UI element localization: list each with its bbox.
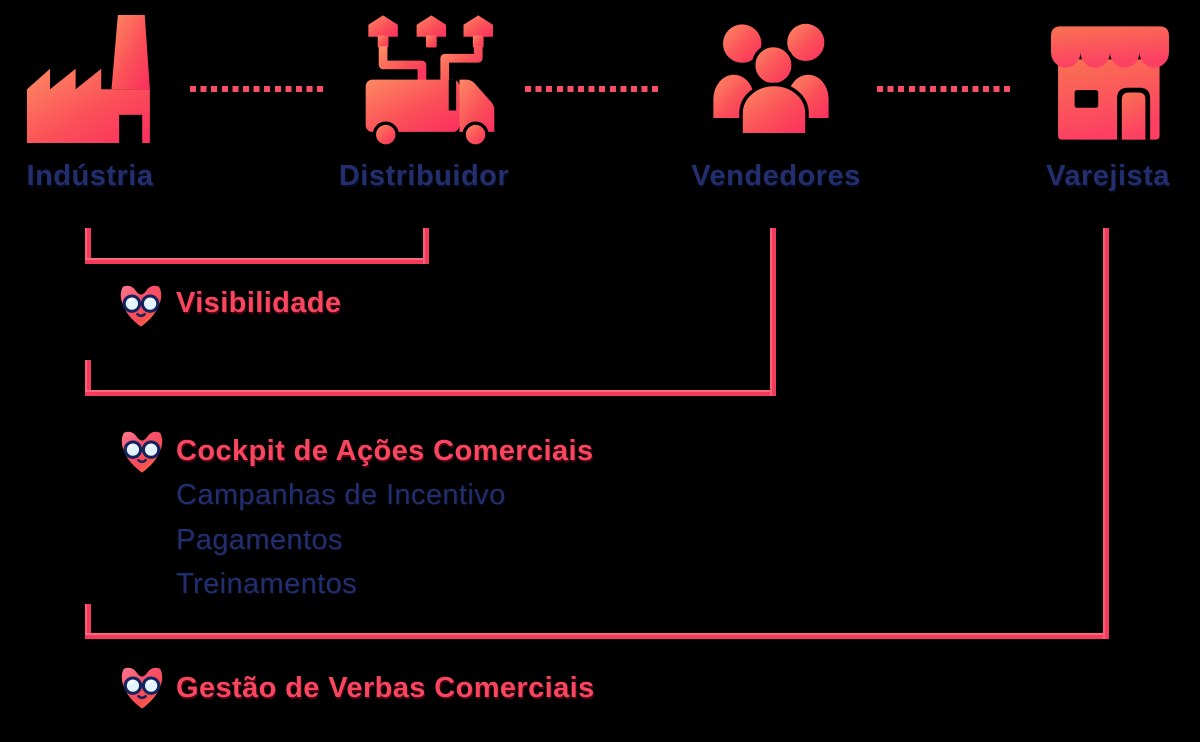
people-group-icon bbox=[703, 22, 839, 142]
distribution-truck-icon bbox=[361, 14, 499, 148]
bracket-verbas-left bbox=[85, 604, 91, 639]
storefront-icon bbox=[1046, 24, 1174, 142]
bracket-cockpit-left bbox=[85, 360, 91, 396]
node-label-varejista: Varejista bbox=[1046, 160, 1170, 192]
bracket-visibilidade-right bbox=[423, 228, 429, 264]
bracket-visibilidade-bottom bbox=[85, 258, 429, 264]
section-title-verbas: Gestão de Verbas Comerciais bbox=[176, 672, 595, 704]
bracket-verbas-bottom bbox=[85, 633, 1109, 639]
node-label-industria: Indústria bbox=[26, 160, 154, 192]
owl-glasses-mascot-icon bbox=[118, 284, 164, 328]
section-title-cockpit: Cockpit de Ações Comerciais bbox=[176, 435, 594, 467]
owl-glasses-mascot-icon bbox=[119, 666, 165, 710]
list-item-pagamentos: Pagamentos bbox=[176, 524, 343, 556]
node-label-vendedores: Vendedores bbox=[691, 160, 861, 192]
node-label-distribuidor: Distribuidor bbox=[338, 160, 510, 192]
factory-icon bbox=[27, 14, 155, 144]
bracket-cockpit-right bbox=[770, 228, 776, 396]
list-item-treinamentos: Treinamentos bbox=[176, 568, 358, 600]
dotted-connector bbox=[525, 86, 662, 92]
bracket-verbas-right bbox=[1103, 228, 1109, 639]
owl-glasses-mascot-icon bbox=[119, 430, 165, 474]
section-title-visibilidade: Visibilidade bbox=[176, 287, 342, 319]
bracket-cockpit-bottom bbox=[85, 390, 776, 396]
dotted-connector bbox=[877, 86, 1014, 92]
bracket-visibilidade-left bbox=[85, 228, 91, 264]
list-item-campanhas: Campanhas de Incentivo bbox=[176, 479, 506, 511]
dotted-connector bbox=[190, 86, 327, 92]
